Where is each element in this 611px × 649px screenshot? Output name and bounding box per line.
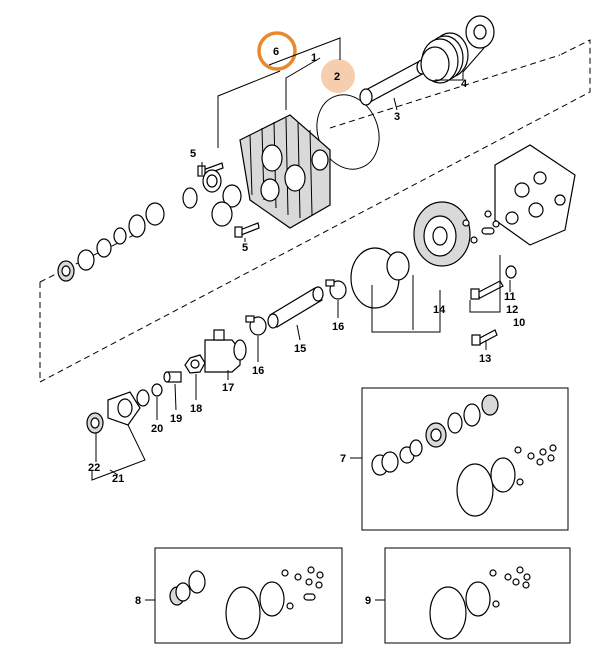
callout-8[interactable]: 8 bbox=[135, 595, 141, 607]
clamp-part-16-upper[interactable] bbox=[325, 279, 347, 300]
callout-6[interactable]: 6 bbox=[273, 46, 279, 58]
callout-10[interactable]: 10 bbox=[513, 317, 525, 329]
hose-part-15[interactable] bbox=[267, 286, 324, 329]
screw-part-5-lower[interactable] bbox=[234, 222, 260, 238]
callout-9[interactable]: 9 bbox=[365, 595, 371, 607]
nut-part-18[interactable] bbox=[184, 354, 206, 374]
valve-plate-part-14[interactable] bbox=[413, 201, 500, 267]
callout-1[interactable]: 1 bbox=[311, 52, 317, 64]
hovered-part-marker[interactable] bbox=[321, 59, 355, 93]
callout-14[interactable]: 14 bbox=[433, 304, 446, 316]
callout-4[interactable]: 4 bbox=[461, 78, 468, 90]
callout-5-lower[interactable]: 5 bbox=[242, 242, 248, 254]
pump-housing-part-1[interactable] bbox=[239, 114, 331, 229]
callout-7[interactable]: 7 bbox=[340, 453, 346, 465]
o-ring-part-20[interactable] bbox=[151, 383, 163, 397]
connector-part-21[interactable] bbox=[107, 389, 150, 426]
callout-17[interactable]: 17 bbox=[222, 382, 234, 394]
kit-8-box[interactable] bbox=[154, 547, 343, 644]
bolt-part-11[interactable] bbox=[470, 265, 517, 300]
callout-16-upper[interactable]: 16 bbox=[332, 321, 344, 333]
seal-set-left[interactable] bbox=[57, 169, 242, 282]
leader-lines bbox=[91, 37, 511, 481]
callout-12[interactable]: 12 bbox=[506, 304, 518, 316]
callout-16-lower[interactable]: 16 bbox=[252, 365, 264, 377]
piston-part-3[interactable] bbox=[359, 59, 428, 106]
callout-19[interactable]: 19 bbox=[170, 413, 182, 425]
callout-15[interactable]: 15 bbox=[294, 343, 306, 355]
inlet-fitting-part-17[interactable] bbox=[204, 329, 247, 373]
callout-22[interactable]: 22 bbox=[88, 462, 100, 474]
kit-9-box[interactable] bbox=[384, 547, 571, 644]
filter-part-19[interactable] bbox=[163, 371, 182, 383]
seal-part-22[interactable] bbox=[86, 412, 104, 434]
callout-labels: 1 2 3 4 5 5 6 7 8 9 10 11 12 13 14 15 16… bbox=[88, 46, 525, 607]
callout-13[interactable]: 13 bbox=[479, 353, 491, 365]
callout-5-upper[interactable]: 5 bbox=[190, 148, 196, 160]
callout-2[interactable]: 2 bbox=[334, 71, 340, 83]
bolt-part-13[interactable] bbox=[471, 329, 498, 346]
selected-part-ring[interactable] bbox=[257, 31, 297, 71]
callout-11[interactable]: 11 bbox=[504, 291, 516, 303]
callout-3[interactable]: 3 bbox=[394, 111, 400, 123]
callout-18[interactable]: 18 bbox=[190, 403, 202, 415]
clamp-part-16-lower[interactable] bbox=[245, 315, 267, 336]
callout-21[interactable]: 21 bbox=[112, 473, 124, 485]
kit-7-box[interactable] bbox=[361, 387, 569, 531]
pump-head-part-10[interactable] bbox=[494, 144, 576, 246]
o-rings-part-14[interactable] bbox=[350, 247, 410, 309]
spring-part-4[interactable] bbox=[420, 15, 495, 84]
callout-20[interactable]: 20 bbox=[151, 423, 163, 435]
